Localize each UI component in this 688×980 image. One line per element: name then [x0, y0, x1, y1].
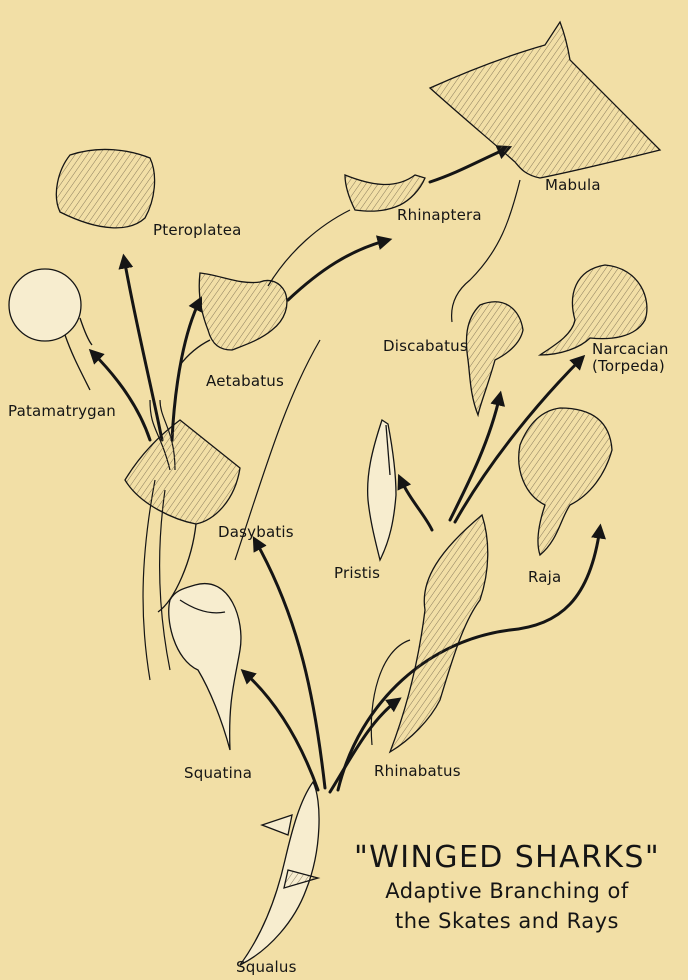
label-pteroplatea: Pteroplatea — [153, 221, 242, 239]
label-torpeda: (Torpeda) — [592, 358, 669, 375]
branch-to-rhinaptera — [288, 240, 388, 300]
branch-to-squatina — [244, 672, 318, 790]
branch-to-aetabatus — [172, 300, 200, 440]
branch-to-pristis — [400, 478, 432, 530]
dasybatis-ray — [125, 420, 240, 612]
label-dasybatis: Dasybatis — [218, 523, 294, 541]
label-patamatrygan: Patamatrygan — [8, 402, 116, 420]
branch-to-mabula — [430, 148, 508, 182]
label-squatina: Squatina — [184, 764, 252, 782]
pteroplatea-ray — [56, 149, 154, 227]
patamatrygan-ray — [9, 269, 92, 390]
aetabatus-ray — [180, 273, 287, 365]
squalus-shark — [240, 782, 319, 965]
title-subtitle-line1: Adaptive Branching of — [326, 876, 688, 906]
title-subtitle-line2: the Skates and Rays — [326, 906, 688, 936]
label-discabatus: Discabatus — [383, 337, 468, 355]
label-raja: Raja — [528, 568, 561, 586]
label-squalus: Squalus — [236, 958, 297, 976]
title-block: "WINGED SHARKS" Adaptive Branching of th… — [326, 840, 688, 936]
squatina-fish — [169, 584, 241, 750]
branch-to-pteroplatea — [124, 258, 162, 440]
label-rhinaptera: Rhinaptera — [397, 206, 482, 224]
discabatus-ray — [466, 302, 523, 415]
title-main: "WINGED SHARKS" — [326, 840, 688, 876]
mabula-ray — [430, 22, 660, 178]
label-mabula: Mabula — [545, 176, 601, 194]
label-narcacian-name: Narcacian — [592, 341, 669, 358]
branch-to-patamatrygan — [92, 352, 150, 440]
branch-to-dasybatis — [255, 540, 325, 788]
label-pristis: Pristis — [334, 564, 380, 582]
label-narcacian: Narcacian (Torpeda) — [592, 341, 669, 375]
branch-to-discabatus — [450, 395, 500, 520]
pristis-sawfish — [368, 420, 396, 560]
rhinabatus-guitarfish — [390, 515, 488, 752]
label-rhinabatus: Rhinabatus — [374, 762, 461, 780]
label-aetabatus: Aetabatus — [206, 372, 284, 390]
